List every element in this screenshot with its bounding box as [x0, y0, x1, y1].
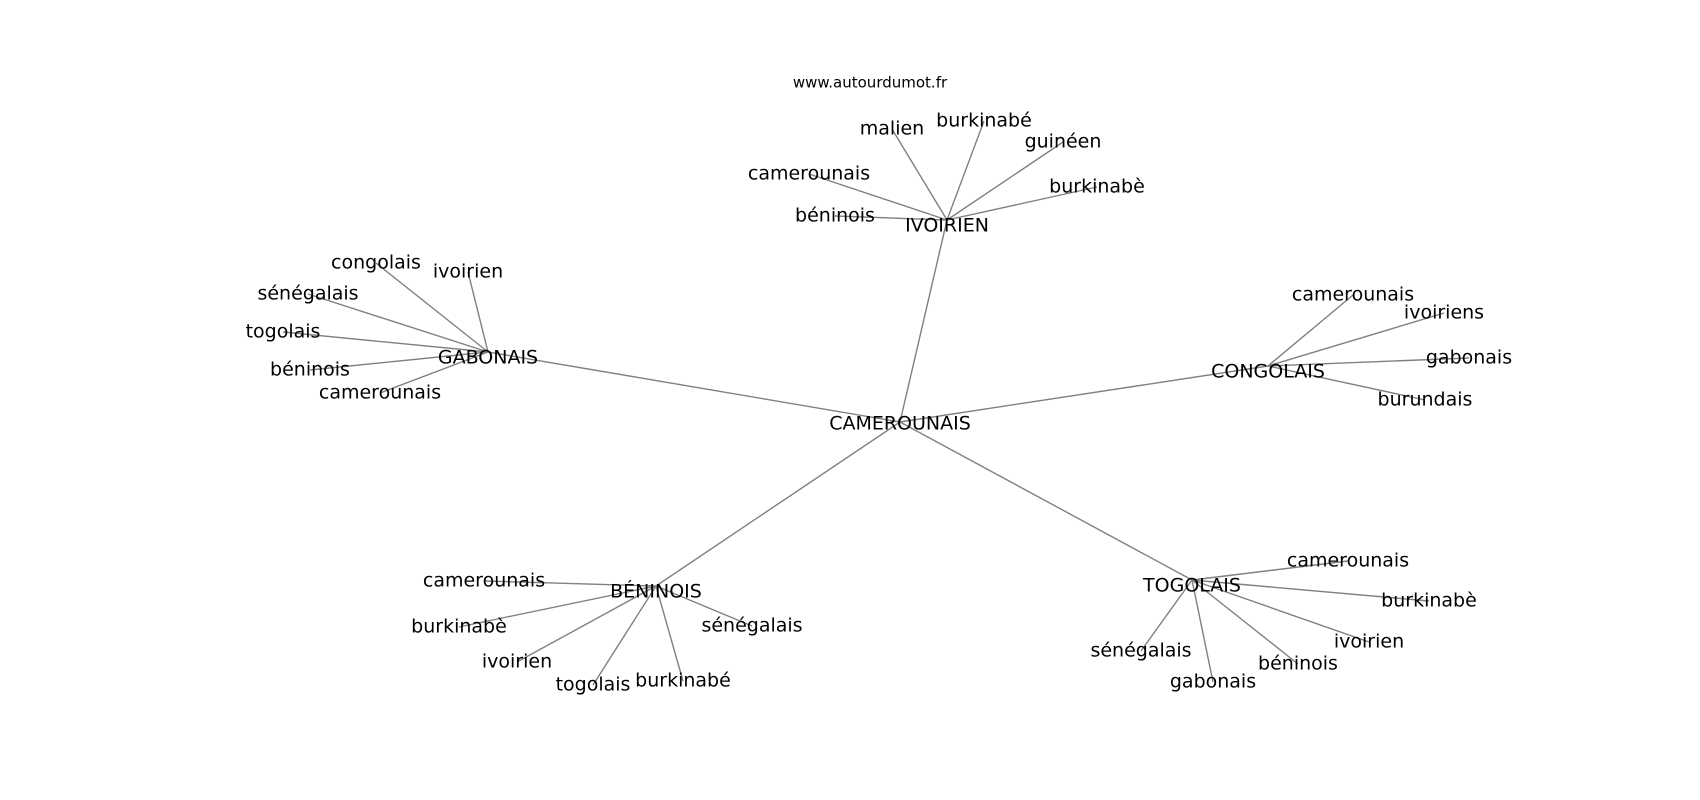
edge-beninois-leaf-2 [516, 585, 657, 663]
edge-congolais-leaf-1 [1267, 312, 1445, 367]
leaf-node-beninois-5: sénégalais [701, 615, 802, 637]
leaf-node-togolais-1: burkinabè [1381, 590, 1477, 612]
leaf-node-gabonais-4: béninois [270, 359, 350, 381]
leaf-node-congolais-3: burundais [1378, 389, 1473, 411]
edge-center-beninois [655, 421, 901, 587]
edge-gabonais-leaf-2 [307, 293, 489, 353]
leaf-node-ivoirien-0: malien [860, 118, 924, 140]
leaf-node-gabonais-5: camerounais [319, 382, 441, 404]
leaf-node-ivoirien-1: burkinabé [936, 110, 1032, 132]
leaf-node-gabonais-0: congolais [331, 252, 421, 274]
edge-ivoirien-leaf-4 [808, 173, 948, 221]
edge-ivoirien-leaf-3 [946, 186, 1098, 221]
edge-center-congolais [899, 365, 1269, 423]
edge-beninois-leaf-3 [592, 585, 657, 686]
leaf-node-congolais-1: ivoiriens [1404, 302, 1484, 324]
edge-center-togolais [899, 421, 1193, 581]
center-node: CAMEROUNAIS [829, 413, 971, 435]
edge-center-gabonais [487, 351, 901, 423]
leaf-node-congolais-2: gabonais [1426, 347, 1512, 369]
leaf-node-ivoirien-2: guinéen [1025, 131, 1102, 153]
hub-node-congolais: CONGOLAIS [1211, 361, 1325, 383]
leaf-node-beninois-0: camerounais [423, 570, 545, 592]
edge-gabonais-leaf-5 [379, 351, 489, 394]
leaf-node-togolais-4: gabonais [1170, 671, 1256, 693]
edge-congolais-leaf-2 [1267, 357, 1470, 367]
edge-togolais-leaf-5 [1140, 579, 1193, 652]
hub-node-gabonais: GABONAIS [438, 347, 538, 369]
leaf-node-ivoirien-5: béninois [795, 205, 875, 227]
leaf-node-gabonais-2: sénégalais [257, 283, 358, 305]
edge-ivoirien-leaf-5 [834, 215, 948, 221]
leaf-node-togolais-3: béninois [1258, 653, 1338, 675]
edge-ivoirien-leaf-0 [891, 128, 948, 221]
leaf-node-ivoirien-3: burkinabè [1049, 176, 1145, 198]
edge-togolais-leaf-2 [1191, 579, 1370, 643]
edge-ivoirien-leaf-1 [946, 120, 985, 221]
leaf-node-beninois-3: togolais [556, 674, 631, 696]
edge-beninois-leaf-5 [655, 585, 753, 627]
hub-node-ivoirien: IVOIRIEN [905, 215, 989, 237]
leaf-node-togolais-2: ivoirien [1334, 631, 1404, 653]
edge-beninois-leaf-0 [483, 580, 657, 587]
leaf-node-togolais-0: camerounais [1287, 550, 1409, 572]
hub-node-togolais: TOGOLAIS [1142, 575, 1241, 597]
leaf-node-gabonais-3: togolais [246, 321, 321, 343]
leaf-node-ivoirien-4: camerounais [748, 163, 870, 185]
edges-layer [282, 120, 1470, 686]
edge-congolais-leaf-3 [1267, 365, 1426, 401]
edge-togolais-leaf-4 [1191, 579, 1214, 683]
leaf-node-togolais-5: sénégalais [1090, 640, 1191, 662]
leaf-node-beninois-4: burkinabé [635, 670, 731, 692]
edge-gabonais-leaf-4 [309, 351, 489, 371]
leaf-node-congolais-0: camerounais [1292, 284, 1414, 306]
leaf-node-beninois-1: burkinabè [411, 616, 507, 638]
edge-congolais-leaf-0 [1267, 294, 1354, 367]
edge-gabonais-leaf-3 [282, 331, 489, 353]
edge-gabonais-leaf-1 [467, 271, 489, 353]
edge-center-ivoirien [899, 219, 948, 423]
edge-beninois-leaf-1 [458, 585, 657, 628]
edge-gabonais-leaf-0 [375, 262, 489, 353]
leaf-node-beninois-2: ivoirien [482, 651, 552, 673]
edge-togolais-leaf-0 [1191, 560, 1349, 581]
hub-node-beninois: BÉNINOIS [610, 580, 702, 603]
edge-togolais-leaf-1 [1191, 579, 1430, 602]
leaf-node-gabonais-1: ivoirien [433, 261, 503, 283]
edge-beninois-leaf-4 [655, 585, 684, 682]
edge-togolais-leaf-3 [1191, 579, 1299, 665]
watermark-text: www.autourdumot.fr [793, 74, 948, 92]
edge-ivoirien-leaf-2 [946, 141, 1064, 221]
